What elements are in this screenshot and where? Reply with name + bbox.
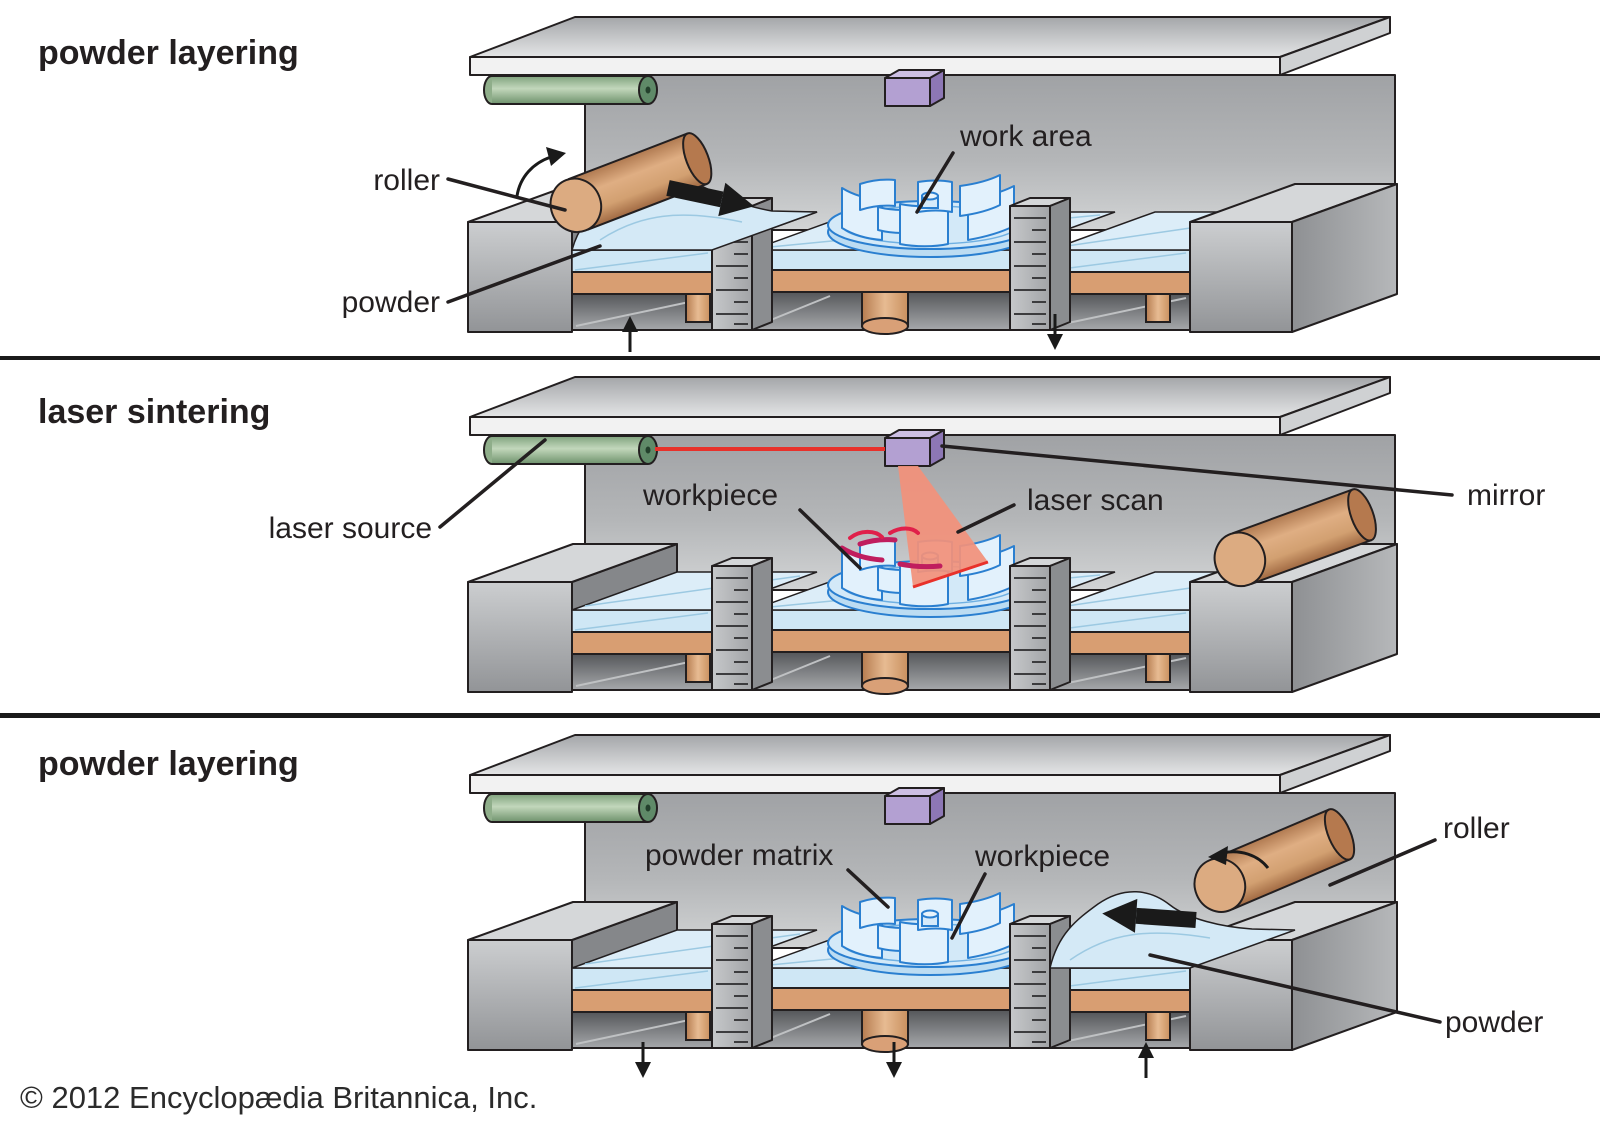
- leader-workpiece: [950, 872, 987, 940]
- rotation-arrow: [1208, 846, 1270, 869]
- leader-powder: [1148, 953, 1442, 1024]
- leader-work-area: [915, 151, 955, 214]
- panel-powder-layering-top: powder layering roller powder work area: [38, 0, 1600, 352]
- push-arrow-right: [666, 180, 755, 217]
- leader-roller: [1328, 838, 1437, 887]
- panel-title: laser sintering: [38, 393, 270, 431]
- label-laser-scan: laser scan: [1027, 484, 1164, 517]
- label-powder: powder: [1445, 1006, 1543, 1039]
- label-roller: roller: [1443, 812, 1510, 845]
- leader-mirror: [940, 444, 1454, 497]
- leader-workpiece: [798, 508, 862, 570]
- label-powder-matrix: powder matrix: [645, 839, 833, 872]
- piston-arrow-down: [1047, 314, 1063, 350]
- push-arrow-left: [1102, 898, 1197, 933]
- label-workpiece: workpiece: [974, 840, 1110, 873]
- panel-separator-2: [0, 713, 1600, 718]
- label-work-area: work area: [959, 120, 1092, 153]
- panel-title: powder layering: [38, 34, 299, 72]
- piston-arrow-down-center: [886, 1042, 902, 1078]
- leader-powder: [446, 244, 602, 304]
- panel-title: powder layering: [38, 745, 299, 783]
- panel-separator-1: [0, 356, 1600, 360]
- label-powder: powder: [342, 286, 440, 319]
- label-roller: roller: [373, 164, 440, 197]
- rotation-arrow: [515, 147, 566, 197]
- leader-powder-matrix: [846, 868, 890, 909]
- piston-arrow-down-left: [635, 1042, 651, 1078]
- laser-scan-cone: [898, 466, 989, 589]
- label-laser-source: laser source: [269, 512, 432, 545]
- leader-laser-source: [438, 438, 547, 529]
- leader-roller: [446, 177, 567, 212]
- piston-arrow-up-right: [1138, 1042, 1154, 1078]
- sintered-layer: [839, 526, 943, 570]
- panel-laser-sintering: laser sintering laser source workpiece l…: [38, 360, 1545, 713]
- label-mirror: mirror: [1467, 479, 1545, 512]
- piston-arrow-up: [622, 316, 638, 352]
- label-workpiece: workpiece: [642, 479, 778, 512]
- copyright-text: © 2012 Encyclopædia Britannica, Inc.: [20, 1080, 538, 1115]
- panel-powder-layering-bottom: powder layering powder matrix workpiece …: [38, 718, 1543, 1078]
- leader-laser-scan: [956, 503, 1016, 534]
